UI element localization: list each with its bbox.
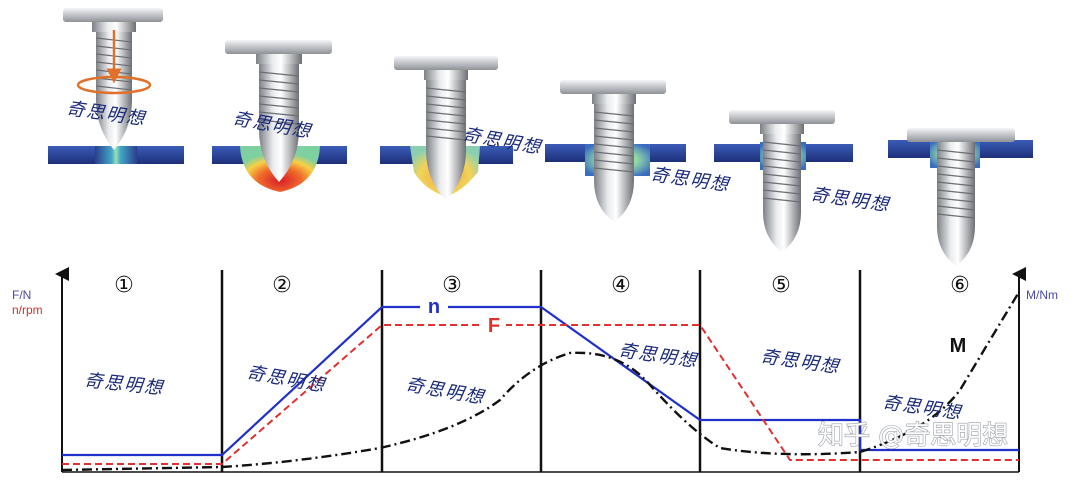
phase-label: ④ <box>611 273 631 298</box>
watermarks: 奇思明想 奇思明想 奇思明想 奇思明想 奇思明想 奇思明想 奇思明想 奇思明想 … <box>65 98 1009 451</box>
watermark: 奇思明想 <box>809 184 891 216</box>
torque-axis-label: M/Nm <box>1026 288 1058 302</box>
speed-axis-label: n/rpm <box>12 303 43 317</box>
screw-collar <box>760 124 804 134</box>
screw-shank <box>259 64 299 182</box>
force-label-bg <box>482 315 506 335</box>
rotation-arrow <box>76 75 152 95</box>
screw-stage-3 <box>380 56 513 200</box>
force-curve-label: F <box>488 315 500 337</box>
watermark: 奇思明想 <box>881 392 963 424</box>
screw-stage-5 <box>714 110 853 252</box>
watermark: 奇思明想 <box>83 370 165 399</box>
screw-head <box>225 40 332 54</box>
screw-collar <box>92 22 136 32</box>
phase-label: ② <box>272 273 292 298</box>
phase-label: ③ <box>442 273 462 298</box>
site-watermark: 知乎 @奇思明想 <box>818 421 1008 451</box>
screw-shank <box>96 32 132 150</box>
speed-label-bg <box>420 296 448 316</box>
screw-stage-6 <box>888 128 1033 266</box>
watermark: 奇思明想 <box>759 346 841 378</box>
watermark: 奇思明想 <box>404 374 486 409</box>
torque-curve-label: M <box>950 335 967 357</box>
screw-shank <box>763 134 801 252</box>
phase-label: ⑤ <box>771 273 791 298</box>
screw-collar <box>256 54 302 64</box>
force-curve <box>62 324 1019 465</box>
watermark: 奇思明想 <box>649 164 731 196</box>
phase-label: ⑥ <box>950 273 970 298</box>
screw-collar <box>592 94 636 104</box>
screw-stage-2 <box>212 40 347 192</box>
speed-curve-label: n <box>428 296 440 318</box>
screw-head <box>560 80 666 94</box>
screw-collar <box>424 70 468 80</box>
screw-shank <box>594 104 634 222</box>
screw-shank <box>937 142 975 266</box>
speed-curve <box>62 305 1019 457</box>
phase-label: ① <box>114 273 134 298</box>
watermark: 奇思明想 <box>617 340 699 372</box>
screw-stage-4 <box>545 80 686 222</box>
force-axis-label: F/N <box>12 288 31 302</box>
screw-head <box>907 128 1015 142</box>
screw-stage-1 <box>48 8 184 164</box>
torque-curve <box>61 291 1021 472</box>
heat-zone <box>95 146 137 164</box>
screw-head <box>729 110 835 124</box>
process-chart: ① ② ③ ④ ⑤ ⑥ F/N n/rpm M/Nm n F M <box>12 267 1058 473</box>
screw-head <box>394 56 498 70</box>
screw-head <box>63 8 163 22</box>
screw-shank <box>426 80 466 200</box>
